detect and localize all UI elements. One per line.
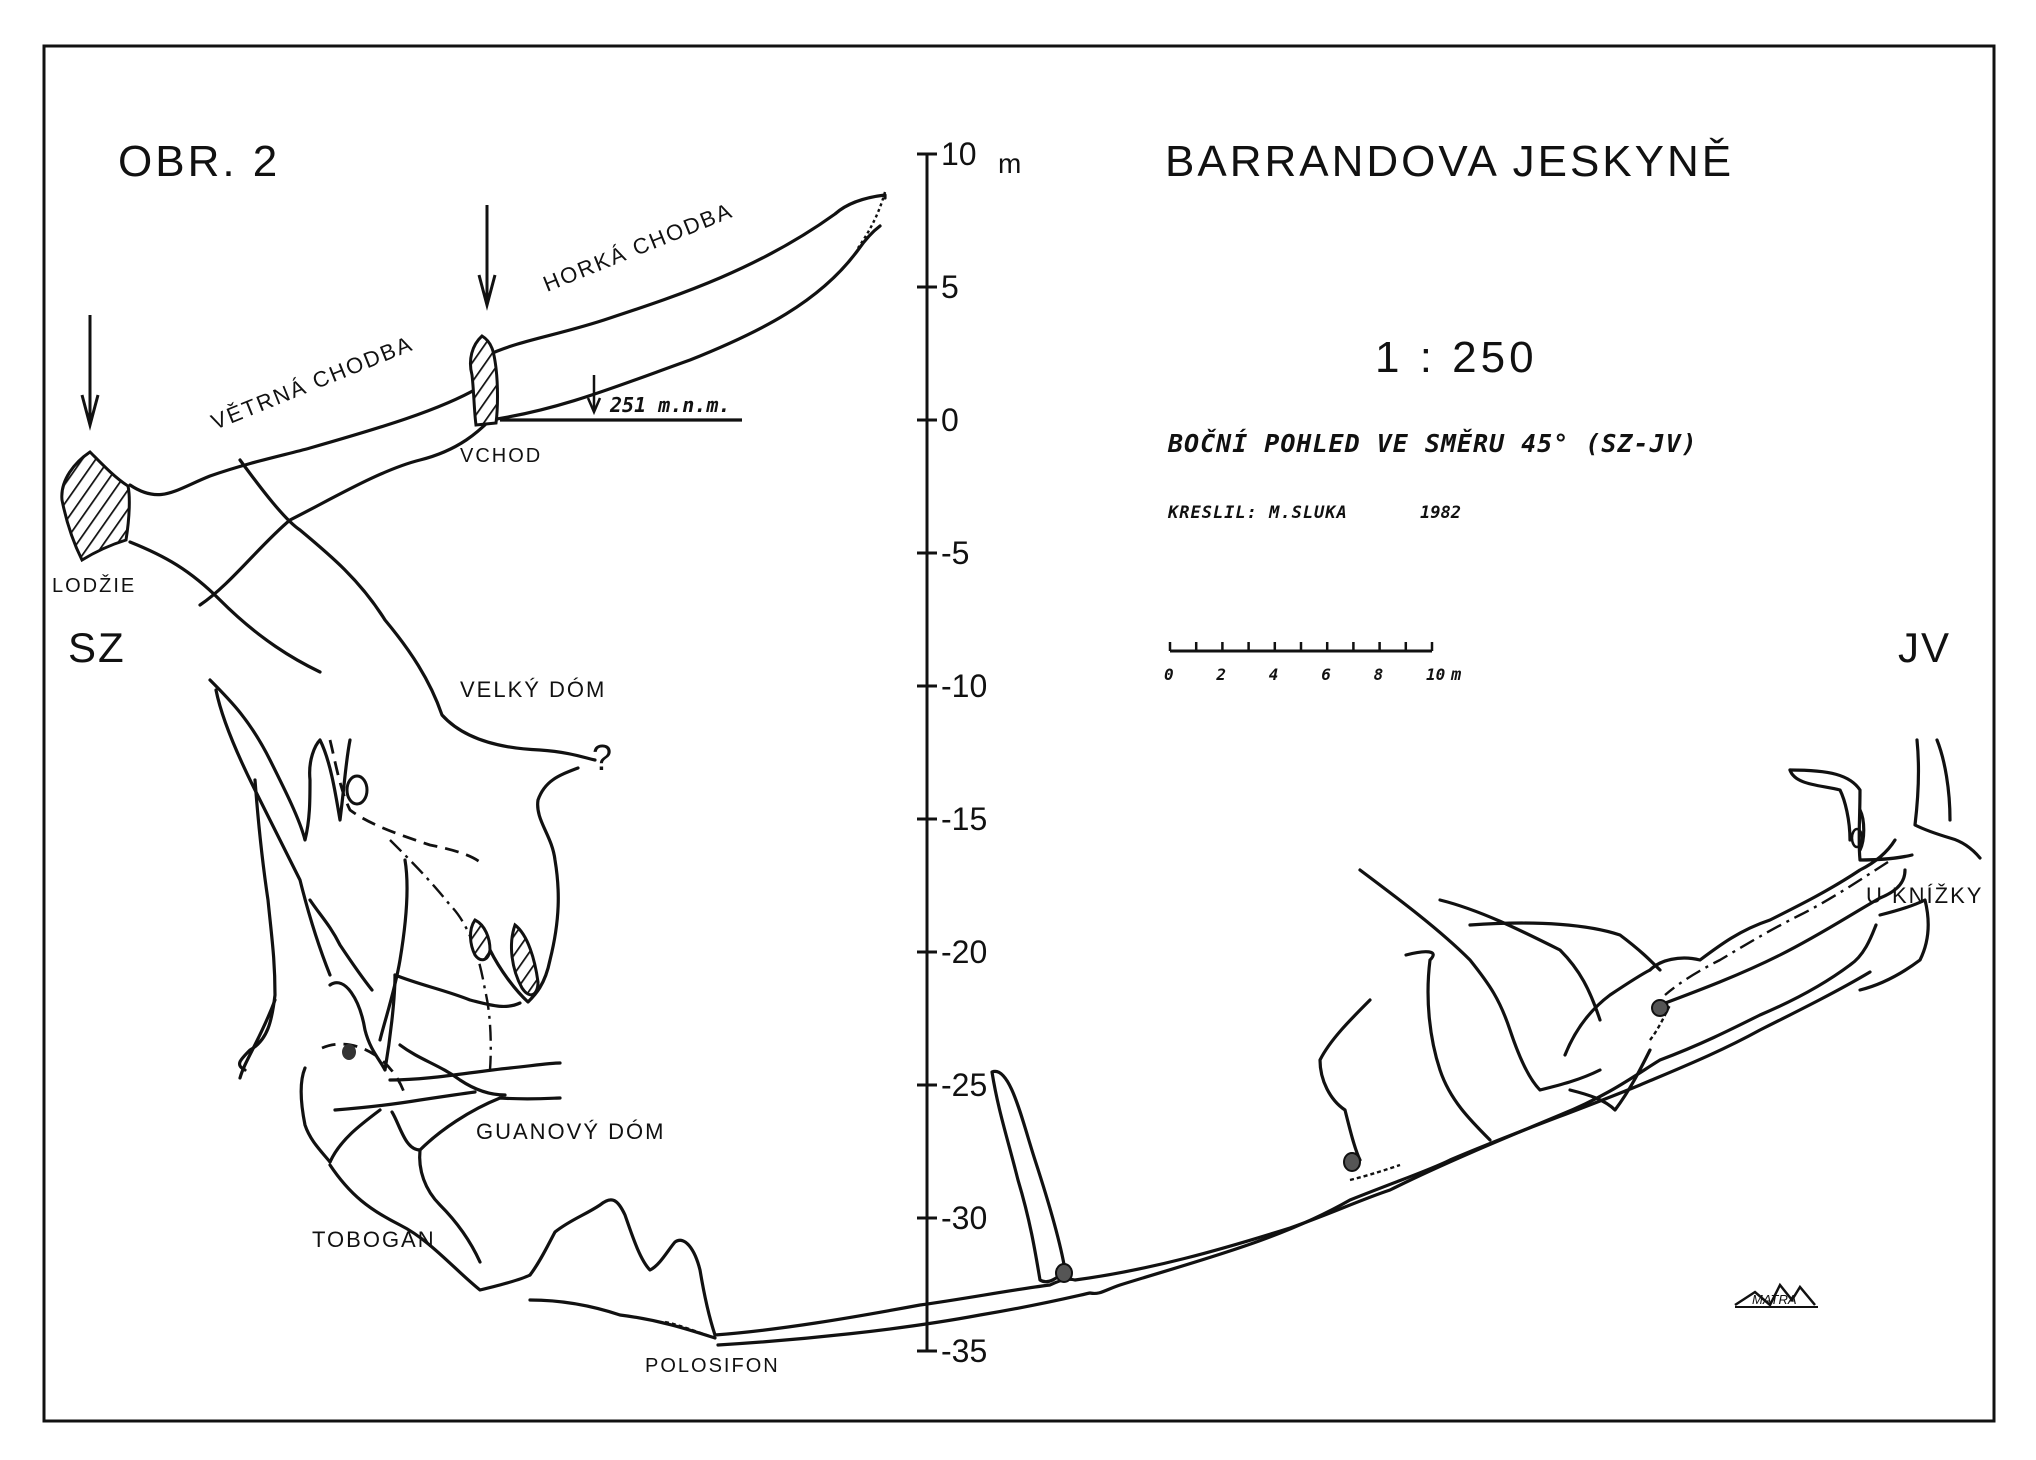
branch-mid-1	[1358, 868, 1602, 1092]
direction-west: SZ	[68, 624, 126, 671]
elevation-tick-label: -15	[941, 801, 987, 837]
label-velky-dom: VELKÝ DÓM	[460, 677, 606, 702]
branch-mid-4	[1438, 898, 1602, 1022]
branch-mid-3	[1318, 998, 1372, 1162]
lower-maze-10	[328, 1108, 382, 1164]
scale-ratio: 1 : 250	[1375, 333, 1538, 382]
dashdot-trace-2	[1664, 860, 1889, 996]
knizky-passage-8	[1563, 968, 1652, 1057]
sump-dot-3	[1343, 1152, 1361, 1172]
guano-section-1	[469, 918, 492, 962]
altitude-marker-arrow	[586, 375, 602, 416]
knizky-passage-2	[1658, 868, 1907, 1007]
scale-bar-label: 2	[1215, 665, 1226, 684]
elevation-tick-label: 10	[941, 136, 977, 172]
lodzie-section	[60, 450, 131, 563]
lower-maze-11	[398, 1043, 507, 1097]
main-passage-floor	[716, 970, 1872, 1347]
lower-maze-5	[299, 1066, 332, 1164]
upper-corridor-floor-2	[198, 224, 882, 607]
lower-maze-9	[393, 973, 522, 1009]
lower-maze-12	[388, 1061, 562, 1082]
knizky-passage-7	[1858, 898, 1930, 992]
knizky-passage-10	[1858, 808, 1866, 852]
lower-maze-1	[208, 678, 352, 842]
label-lodzie: LODŽIE	[52, 574, 136, 597]
sump-dot-1	[342, 1044, 356, 1060]
tobogan-wall	[328, 1163, 532, 1292]
scale-bar-label: 8	[1374, 665, 1384, 684]
knizky-passage-5	[1913, 738, 1982, 860]
figure-number: OBR. 2	[118, 137, 280, 186]
chimney-25	[990, 1069, 1067, 1284]
branch-mid-2	[1404, 950, 1492, 1142]
elevation-tick-label: -25	[941, 1067, 987, 1103]
scale-bar: 0 2 4 6 8 10	[1164, 642, 1445, 684]
velky-dom-floor	[488, 766, 580, 1004]
cave-passages	[60, 191, 1982, 1347]
polosifon-floor	[528, 1298, 717, 1340]
drawing-year: 1982	[1420, 503, 1461, 523]
scale-bar-label: 4	[1269, 665, 1279, 684]
lower-maze-4	[238, 998, 277, 1080]
main-passage-roof	[713, 923, 1878, 1337]
dashed-trace-1	[328, 739, 481, 864]
polosifon-passage	[528, 1198, 717, 1337]
guano-section-2	[509, 922, 540, 997]
elevation-tick-label: -30	[941, 1200, 987, 1236]
elevation-tick-label: -10	[941, 668, 987, 704]
label-altitude: 251 m.n.m.	[609, 393, 730, 417]
lower-maze-8	[308, 898, 374, 992]
lower-maze-2	[214, 688, 332, 977]
label-u-knizky: U KNÍŽKY	[1866, 883, 1983, 908]
lower-maze-13	[333, 1090, 477, 1112]
lower-maze-7	[378, 858, 409, 1042]
scale-bar-label: 0	[1164, 665, 1174, 684]
author-signature: MATRA	[1734, 1282, 1818, 1308]
elevation-axis-unit: m	[998, 148, 1021, 179]
knizky-passage-4	[1788, 768, 1852, 842]
view-description: BOČNÍ POHLED VE SMĚRU 45° (SZ-JV)	[1167, 428, 1698, 458]
label-guanovy-dom: GUANOVÝ DÓM	[476, 1119, 665, 1144]
sump-dot-2	[1055, 1263, 1073, 1283]
scale-bar-label: 10	[1426, 665, 1445, 684]
scale-bar-label: 6	[1321, 665, 1331, 684]
direction-east: JV	[1898, 624, 1951, 671]
label-vchod: VCHOD	[460, 445, 542, 467]
rubble-knizky	[1649, 1004, 1672, 1041]
knizky-passage-9	[1568, 1048, 1652, 1112]
label-vetrna-chodba: VĚTRNÁ CHODBA	[208, 331, 417, 435]
author-credit: KRESLIL: M.SLUKA	[1167, 503, 1348, 523]
label-tobogan: TOBOGAN	[312, 1227, 436, 1252]
knizky-passage-1	[1648, 838, 1897, 972]
elevation-tick-label: -35	[941, 1333, 987, 1369]
lower-maze-14	[390, 1096, 562, 1152]
elevation-tick-label: 0	[941, 402, 959, 438]
label-polosifon: POLOSIFON	[645, 1355, 780, 1377]
scale-bar-unit: m	[1450, 665, 1462, 685]
knizky-passage-6	[1935, 738, 1952, 822]
elevation-tick-label: 5	[941, 269, 959, 305]
pocket-1	[345, 774, 369, 806]
figure-title: BARRANDOVA JESKYNĚ	[1165, 137, 1734, 186]
signature-text: MATRA	[1752, 1292, 1797, 1307]
entrance-section	[468, 334, 499, 427]
elevation-tick-label: -20	[941, 934, 987, 970]
label-question: ?	[592, 737, 612, 778]
elevation-tick-label: -5	[941, 535, 969, 571]
knizky-passage-3	[1788, 768, 1914, 862]
upper-corridor-floor	[128, 540, 322, 674]
lower-maze-3	[237, 778, 277, 1072]
dashed-trace-2	[321, 1042, 407, 1096]
corridor-end-rubble	[857, 191, 887, 249]
elevation-axis: 10 5 0 -5 -10 -15 -20 -25 -30 -35	[917, 136, 987, 1369]
tobogan-upper	[418, 1148, 482, 1264]
arrow-entrance	[477, 205, 497, 311]
drawing-border	[42, 44, 1996, 1423]
arrow-lodzie	[80, 315, 100, 431]
velky-dom-wall	[238, 458, 597, 762]
branch-mid-5	[1468, 921, 1662, 972]
pocket-2	[1850, 827, 1864, 849]
